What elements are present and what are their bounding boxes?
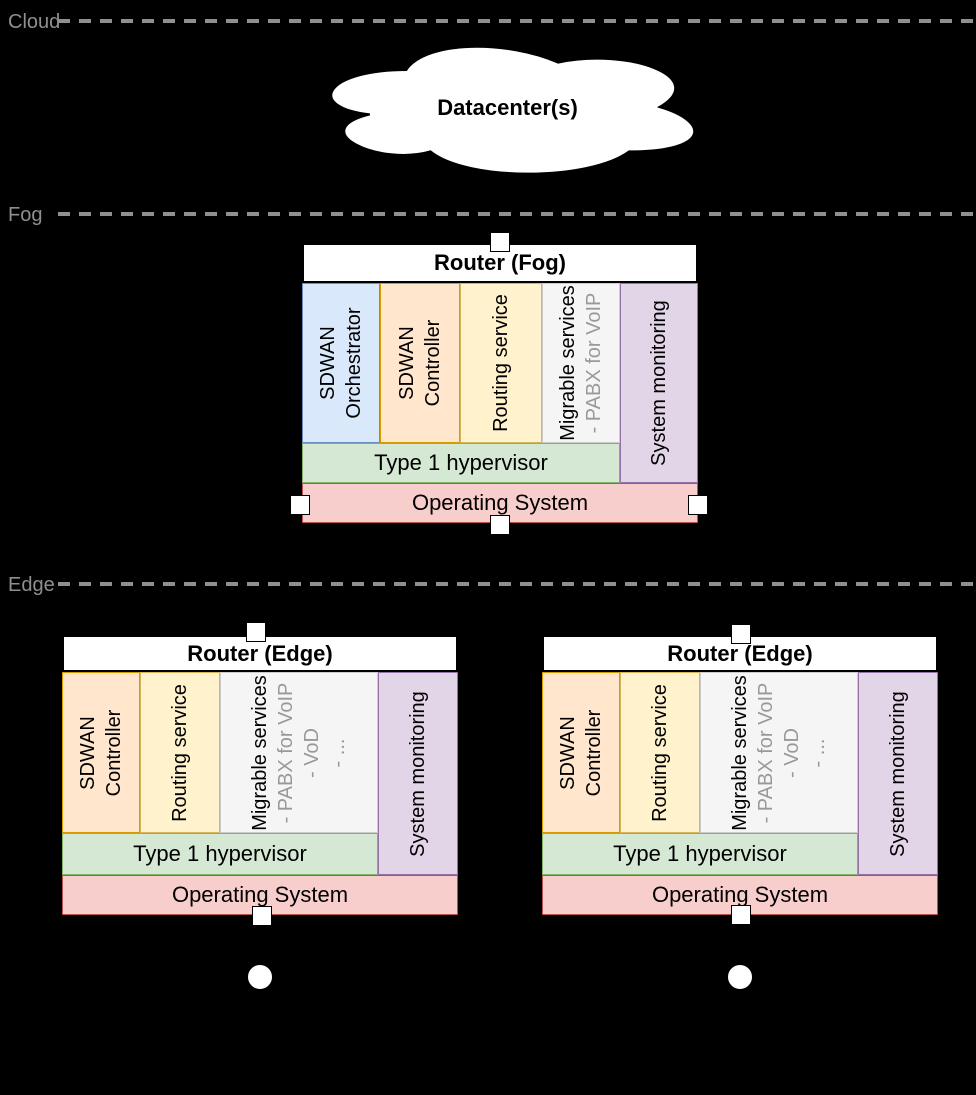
edge2-column-system-monitoring: System monitoring	[858, 672, 938, 875]
datacenter-label: Datacenter(s)	[437, 94, 578, 120]
edge2-sdwan-controller-label-line1: SDWAN	[557, 715, 579, 790]
edge1-column-migrable-services: Migrable services - PABX for VoIP - VoD …	[220, 672, 378, 833]
fog-hypervisor-band: Type 1 hypervisor	[302, 443, 620, 483]
edge1-routing-service-label: Routing service	[169, 683, 191, 822]
edge2-router-title: Router (Edge)	[667, 640, 813, 666]
edge1-os-label: Operating System	[171, 882, 349, 907]
edge2-routing-service-label: Routing service	[649, 683, 671, 822]
fog-sdwan-orchestrator-label-line2: Orchestrator	[343, 307, 365, 419]
edge2-migrable-services-sub2: - VoD	[781, 727, 803, 778]
edge2-endpoint-circle-icon	[727, 964, 753, 990]
fog-top-port-square-icon	[490, 232, 510, 252]
cloud-layer-divider-line	[58, 19, 976, 23]
edge1-router-header: Router (Edge)	[62, 635, 458, 672]
fog-router-title: Router (Fog)	[434, 250, 566, 275]
edge2-top-port-square-icon	[731, 624, 751, 644]
fog-right-port-square-icon	[688, 495, 708, 515]
fog-layer-divider-line	[58, 212, 976, 216]
datacenter-cloud-icon	[330, 45, 696, 175]
edge2-migrable-services-sub1: - PABX for VoIP	[755, 682, 777, 823]
cloud-layer-label: Cloud	[8, 11, 61, 33]
edge1-top-port-square-icon	[246, 622, 266, 642]
edge2-column-routing-service: Routing service	[620, 672, 700, 833]
edge1-column-system-monitoring: System monitoring	[378, 672, 458, 875]
edge1-hypervisor-band: Type 1 hypervisor	[62, 833, 378, 875]
edge-layer-label: Edge	[8, 574, 55, 596]
fog-left-port-square-icon	[290, 495, 310, 515]
edge-layer-divider-line	[58, 582, 976, 586]
edge2-hypervisor-label: Type 1 hypervisor	[613, 841, 787, 866]
edge2-os-label: Operating System	[651, 882, 829, 907]
fog-column-sdwan-orchestrator: SDWAN Orchestrator	[302, 283, 380, 443]
edge1-sdwan-controller-label-line1: SDWAN	[77, 715, 99, 790]
edge1-migrable-services-sub1: - PABX for VoIP	[275, 682, 297, 823]
fog-column-routing-service: Routing service	[460, 283, 542, 443]
edge2-hypervisor-band: Type 1 hypervisor	[542, 833, 858, 875]
edge1-migrable-services-sub3: - ...	[327, 738, 349, 767]
fog-column-migrable-services: Migrable services - PABX for VoIP	[542, 283, 620, 443]
edge1-hypervisor-label: Type 1 hypervisor	[133, 841, 307, 866]
edge2-migrable-services-label: Migrable services	[729, 674, 751, 831]
edge2-sdwan-controller-label-line2: Controller	[583, 709, 605, 796]
fog-column-system-monitoring: System monitoring	[620, 283, 698, 483]
fog-migrable-services-sub1: - PABX for VoIP	[583, 292, 605, 434]
fog-hypervisor-label: Type 1 hypervisor	[374, 450, 548, 475]
fog-os-label: Operating System	[411, 490, 589, 515]
fog-migrable-services-label: Migrable services	[557, 285, 579, 441]
edge1-column-sdwan-controller: SDWAN Controller	[62, 672, 140, 833]
edge2-system-monitoring-label: System monitoring	[887, 690, 909, 857]
edge2-migrable-services-sub3: - ...	[807, 738, 829, 767]
fog-bottom-port-square-icon	[490, 515, 510, 535]
edge2-column-migrable-services: Migrable services - PABX for VoIP - VoD …	[700, 672, 858, 833]
edge1-migrable-services-label: Migrable services	[249, 674, 271, 831]
edge2-bottom-port-square-icon	[731, 905, 751, 925]
edge1-endpoint-circle-icon	[247, 964, 273, 990]
fog-sdwan-controller-label-line2: Controller	[422, 319, 444, 407]
edge2-column-sdwan-controller: SDWAN Controller	[542, 672, 620, 833]
edge1-sdwan-controller-label-line2: Controller	[103, 709, 125, 796]
edge1-column-routing-service: Routing service	[140, 672, 220, 833]
fog-sdwan-controller-label-line1: SDWAN	[396, 326, 418, 400]
edge1-migrable-services-sub2: - VoD	[301, 727, 323, 778]
fog-sdwan-orchestrator-label-line1: SDWAN	[317, 326, 339, 400]
fog-routing-service-label: Routing service	[490, 294, 512, 432]
fog-system-monitoring-label: System monitoring	[648, 300, 670, 466]
fog-layer-label: Fog	[8, 204, 43, 226]
edge1-bottom-port-square-icon	[252, 906, 272, 926]
edge1-system-monitoring-label: System monitoring	[407, 690, 429, 857]
edge1-router-title: Router (Edge)	[187, 640, 333, 666]
fog-column-sdwan-controller: SDWAN Controller	[380, 283, 460, 443]
